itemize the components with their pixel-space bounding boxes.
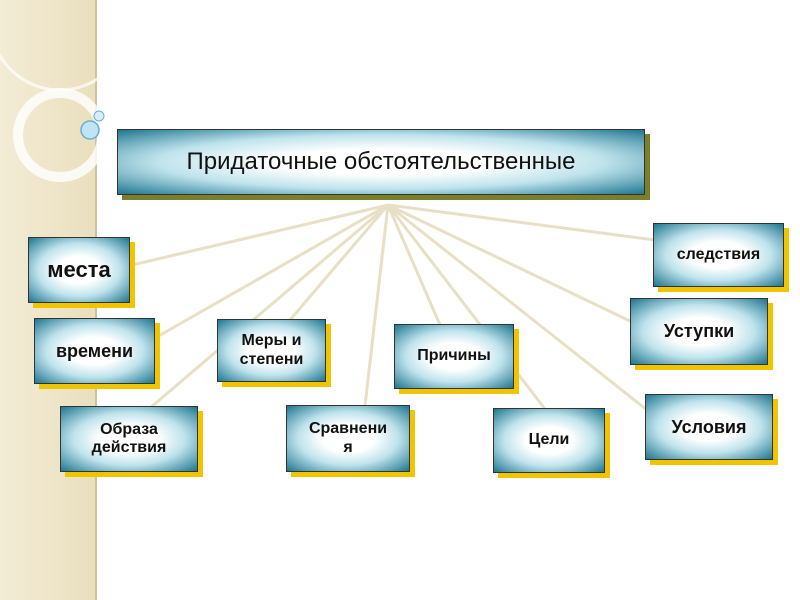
box-mery-i-stepeni-label: Меры и степени: [239, 332, 304, 368]
box-vremeni-label: времени: [55, 340, 134, 361]
box-ustupki-label: Уступки: [663, 321, 735, 342]
box-vremeni: времени: [34, 318, 155, 384]
box-celi: Цели: [493, 408, 605, 473]
box-mesta: места: [28, 237, 130, 303]
box-usloviya: Условия: [645, 394, 773, 460]
connector-ustup: [387, 203, 633, 324]
connector-sravn: [363, 204, 390, 407]
connector-sled: [387, 203, 656, 242]
box-sravneniya: Сравнени я: [286, 405, 410, 472]
box-obraz-dejstviya-label: Образа действия: [91, 420, 167, 456]
connector-celi: [386, 204, 547, 410]
box-celi-label: Цели: [528, 431, 570, 449]
box-sledstviya-label: следствия: [676, 245, 761, 263]
title-text: Придаточные обстоятельственные: [186, 148, 576, 176]
box-obraz-dejstviya: Образа действия: [60, 406, 198, 472]
box-sravneniya-label: Сравнени я: [308, 420, 388, 456]
deco-bubble-large: [80, 120, 100, 140]
title-box: Придаточные обстоятельственные: [117, 129, 645, 195]
box-prichiny: Причины: [394, 324, 514, 389]
deco-bubble-small: [93, 110, 105, 122]
connector-mesta: [131, 203, 389, 267]
connector-prich: [386, 204, 442, 326]
connector-mery: [288, 204, 390, 321]
box-usloviya-label: Условия: [671, 416, 747, 437]
connector-vremeni: [154, 203, 389, 340]
connector-usl: [387, 203, 648, 412]
deco-ring-small: [13, 88, 107, 182]
box-sledstviya: следствия: [653, 223, 784, 287]
box-mesta-label: места: [47, 257, 111, 283]
box-ustupki: Уступки: [630, 298, 768, 365]
box-mery-i-stepeni: Меры и степени: [217, 319, 326, 382]
connector-obraz: [149, 203, 389, 410]
box-prichiny-label: Причины: [417, 347, 491, 365]
